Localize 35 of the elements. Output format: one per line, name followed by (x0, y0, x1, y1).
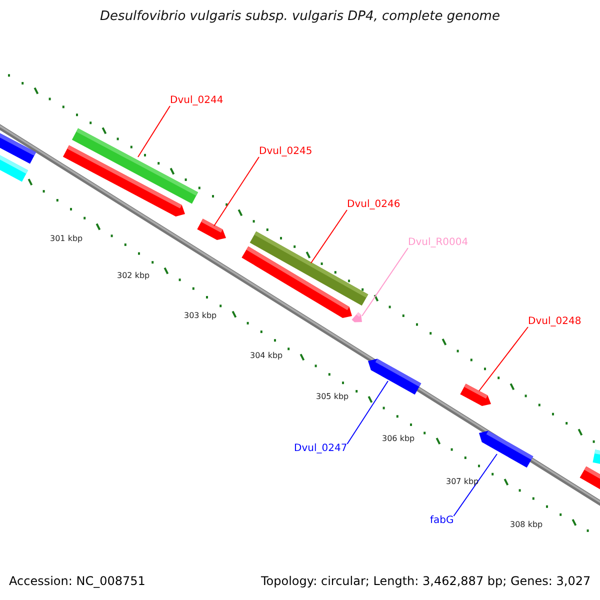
scale-label: 301 kbp (50, 233, 83, 245)
gene-label: Dvul_R0004 (408, 236, 468, 249)
gene-feature (368, 358, 422, 395)
gene-label: fabG (430, 514, 454, 527)
scale-label: 306 kbp (382, 433, 415, 445)
gene-label: Dvul_0248 (528, 315, 582, 328)
gene-feature (592, 450, 600, 464)
gene-feature (352, 312, 362, 322)
gene-feature (460, 384, 491, 406)
footer-text: Accession: NC_008751 (9, 575, 146, 588)
leader-line (214, 156, 260, 226)
scale-label: 303 kbp (184, 310, 217, 322)
scale-label: 304 kbp (250, 350, 283, 362)
leader-line (138, 106, 170, 158)
gene-feature (0, 155, 28, 182)
leader-line (362, 248, 408, 316)
gene-feature (580, 466, 600, 490)
gene-feature (197, 218, 226, 240)
gene-feature (62, 145, 185, 216)
gene-feature (242, 246, 352, 318)
leader-line (346, 380, 388, 444)
scale-label: 305 kbp (316, 391, 349, 403)
gene-label: Dvul_0246 (347, 198, 400, 211)
footer-text: Topology: circular; Length: 3,462,887 bp; Genes: 3,027 (261, 575, 591, 588)
scale-label: 308 kbp (510, 519, 543, 531)
scale-label: 302 kbp (117, 270, 150, 282)
gene-label: Dvul_0245 (259, 145, 312, 158)
diagram-title: Desulfovibrio vulgaris subsp. vulgaris DP4, complete genome (99, 9, 501, 24)
gene-label: Dvul_0247 (294, 442, 348, 455)
leader-line (310, 210, 348, 264)
leader-line (478, 326, 528, 392)
scale-label: 307 kbp (446, 476, 479, 488)
leader-line (453, 454, 498, 516)
gene-label: Dvul_0244 (170, 94, 224, 107)
gene-feature (479, 430, 534, 468)
